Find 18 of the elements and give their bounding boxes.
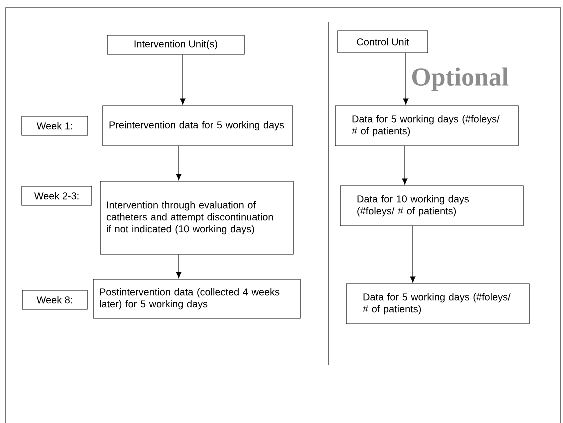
- edge-label: Optional: [412, 68, 509, 92]
- process-box: Postintervention data (collected 4 weeks later) for 5 working days: [93, 279, 301, 319]
- arrow: [403, 53, 409, 105]
- process-box: Data for 10 working days (#foleys/ # of patients): [340, 186, 524, 226]
- week-box: Week 2-3:: [22, 186, 92, 206]
- arrow: [410, 226, 416, 283]
- week-box: Week 1:: [22, 116, 88, 136]
- arrow: [176, 146, 182, 180]
- process-box: Control Unit: [338, 30, 428, 54]
- arrow: [180, 54, 186, 105]
- process-box: Intervention through evaluation of catheters and attempt discontinuation if not indicated (10 working days): [100, 181, 294, 255]
- process-box: Preintervention data for 5 working days: [102, 106, 294, 146]
- process-box: Data for 5 working days (#foleys/ # of patients): [335, 106, 519, 146]
- arrow: [176, 254, 182, 278]
- process-box: Intervention Unit(s): [107, 35, 245, 55]
- arrow: [402, 146, 408, 185]
- process-box: Data for 5 working days (#foleys/ # of patients): [346, 284, 530, 324]
- week-box: Week 8:: [22, 290, 88, 310]
